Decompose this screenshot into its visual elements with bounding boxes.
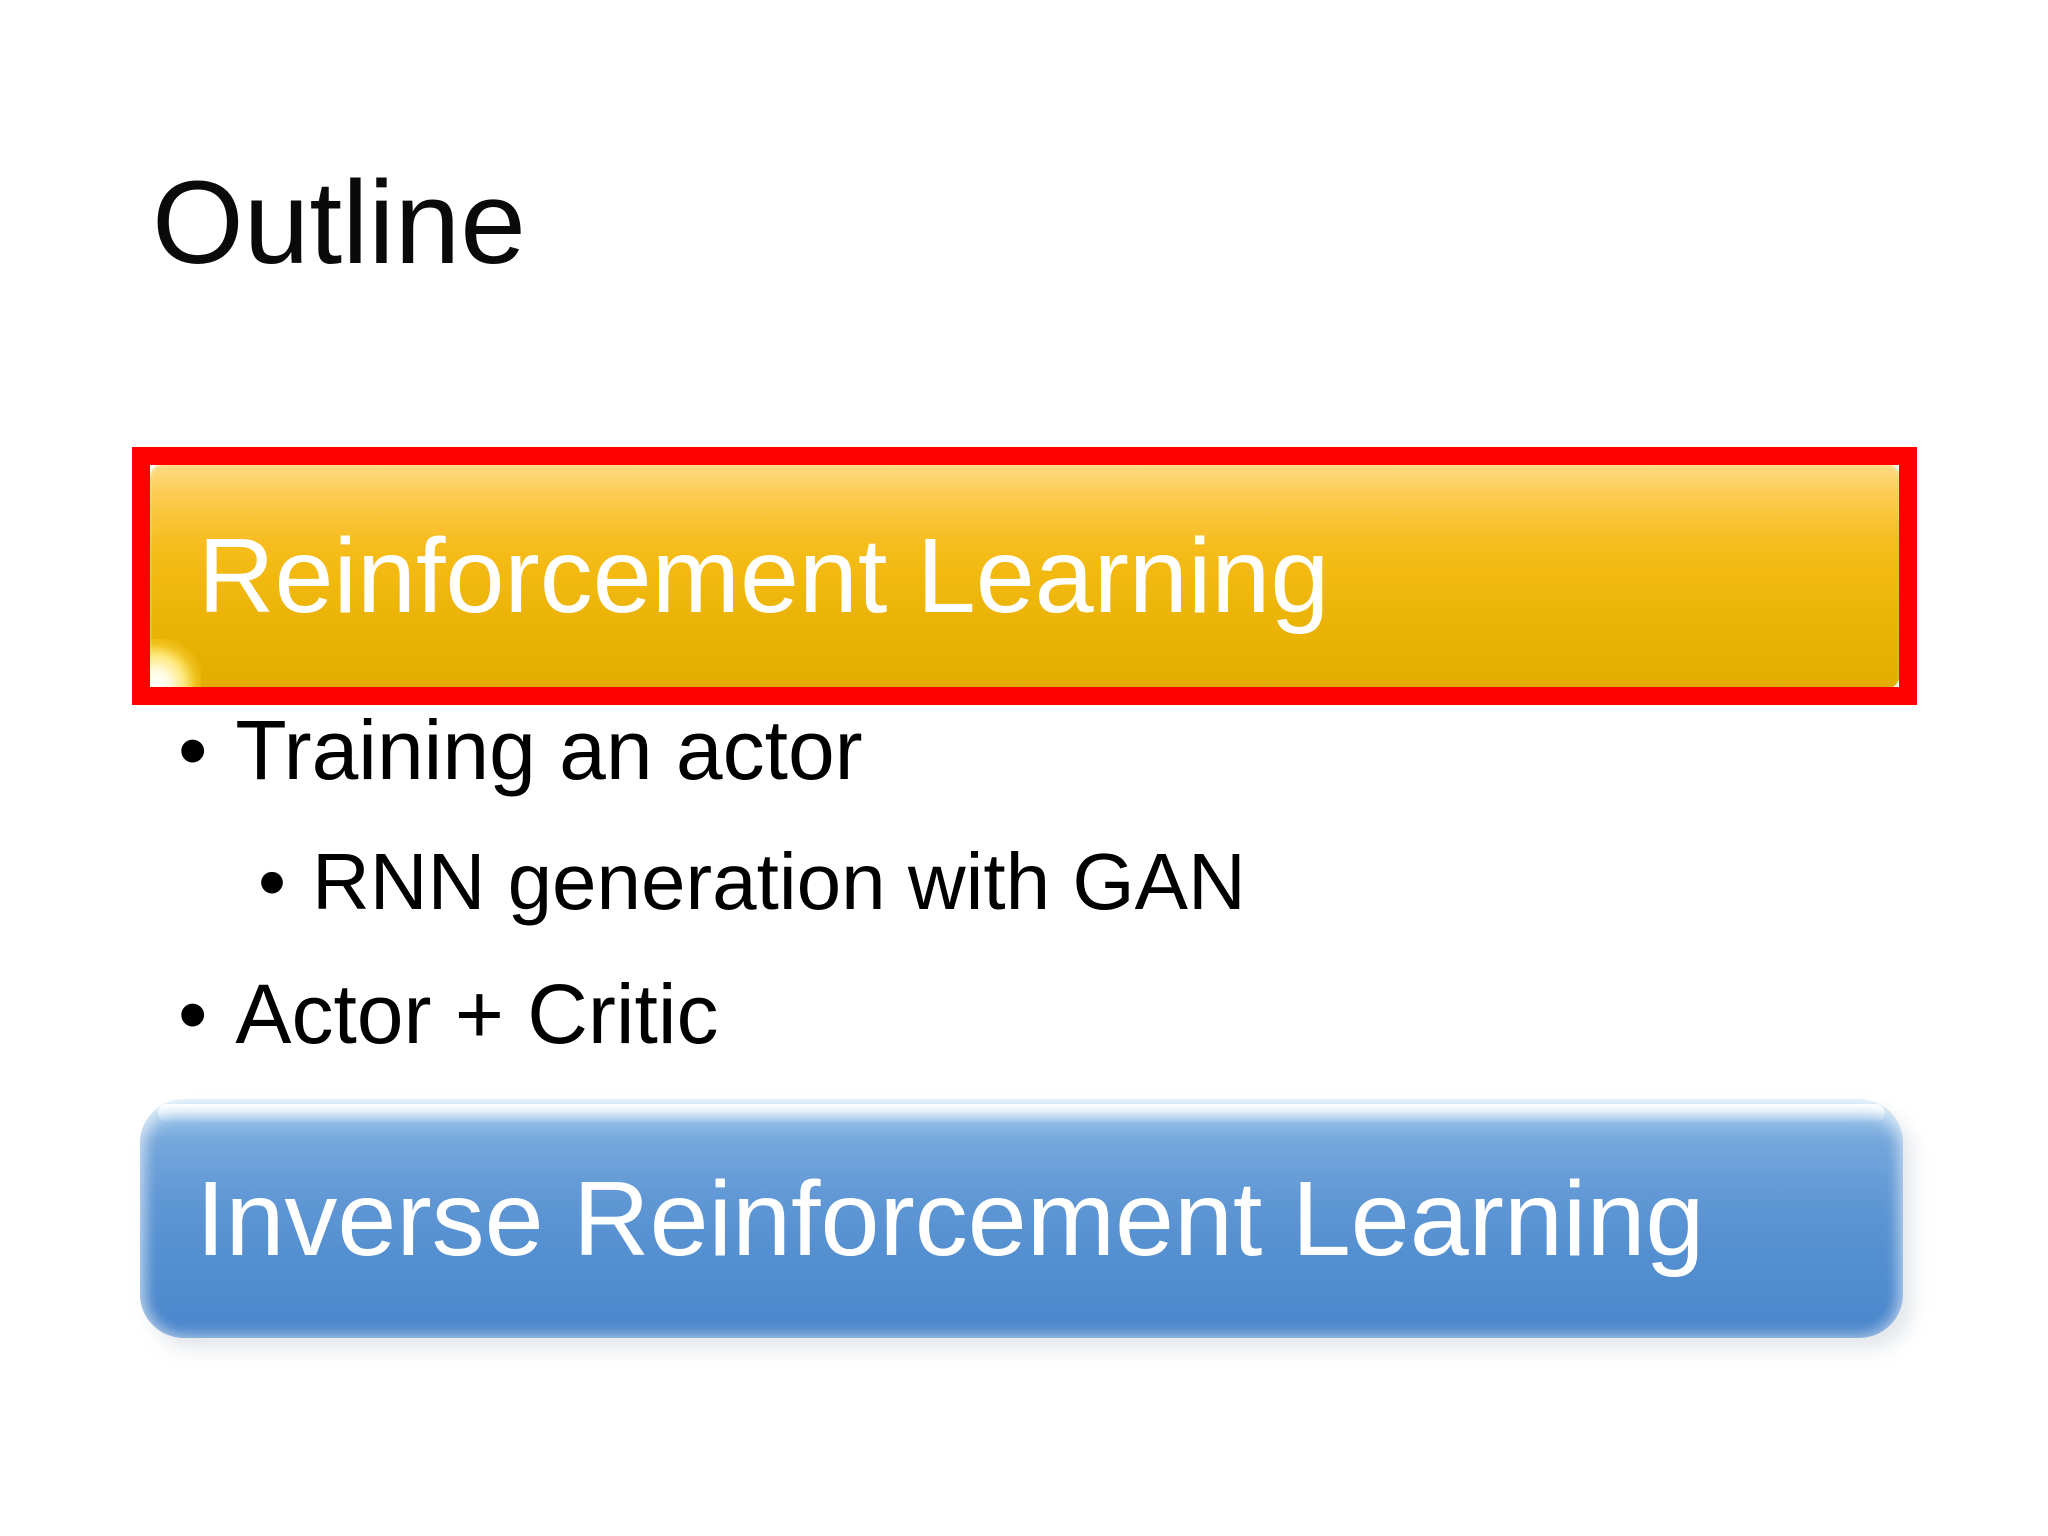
list-item-label: Actor + Critic [235,967,719,1061]
list-item-actor-plus-critic: • Actor + Critic [178,966,719,1063]
bullet-icon: • [258,837,287,926]
gloss-tube-highlight [158,1104,1885,1122]
bullet-icon: • [178,703,208,797]
slide-title: Outline [152,157,526,289]
section-label-reinforcement-learning: Reinforcement Learning [198,517,1330,635]
list-item-label: Training an actor [235,703,863,797]
bullet-icon: • [178,967,208,1061]
section-box-inverse-reinforcement-learning: Inverse Reinforcement Learning [140,1099,1903,1338]
section-label-inverse-reinforcement-learning: Inverse Reinforcement Learning [196,1159,1705,1278]
list-item-training-an-actor: • Training an actor [178,702,863,799]
red-highlight-frame [132,447,1917,705]
list-item-rnn-generation-with-gan: • RNN generation with GAN [258,836,1246,928]
list-item-label: RNN generation with GAN [312,837,1246,926]
